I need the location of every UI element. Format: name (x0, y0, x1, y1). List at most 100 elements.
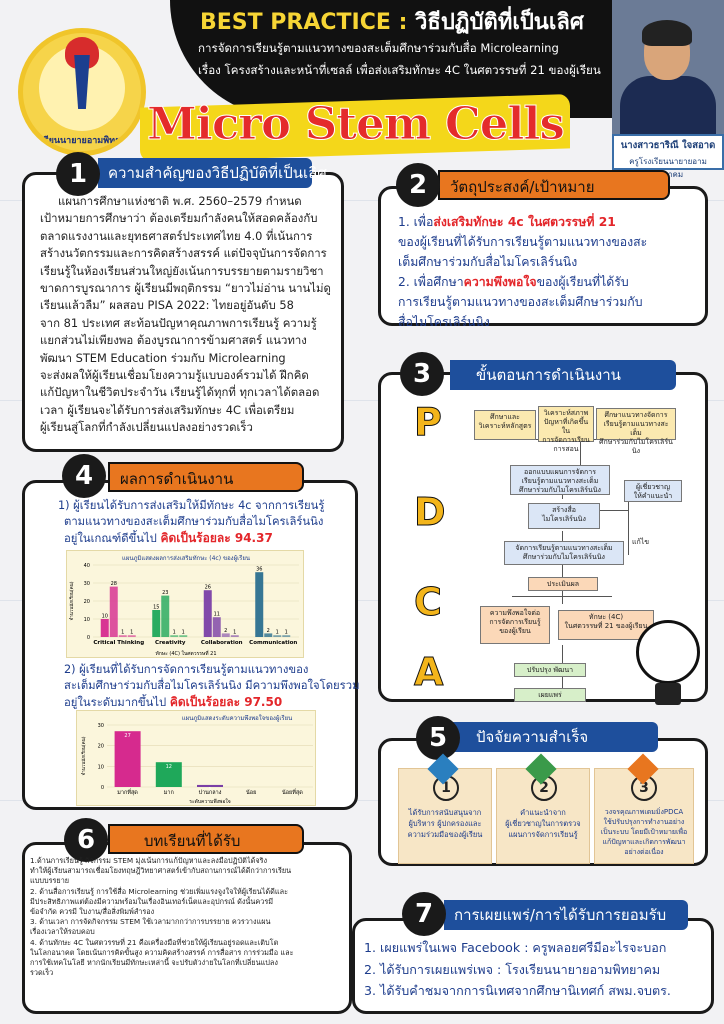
teacher-name: นางสาวธาริณี ใจสอาด (620, 140, 716, 151)
chart1-bar-label: 11 (214, 612, 220, 618)
chart1-bar-label: 1 (121, 630, 124, 636)
chart1-bar (273, 635, 282, 637)
chart1-bar-label: 2 (267, 628, 270, 634)
chart2-xtick: น้อยที่สุด (282, 788, 303, 796)
chart2-ytick: 30 (98, 723, 104, 729)
s1-line: เรียนรู้ในห้องเรียนส่วนใหญ่ยังเน้นการบรร… (40, 263, 324, 278)
objective2-line3: สื่อไมโครเลิร์นนิง (398, 315, 490, 329)
chart2-bar-label: 12 (166, 764, 172, 770)
result1-line1: 1) ผู้เรียนได้รับการส่งเสริมให้มีทักษะ 4… (58, 499, 325, 512)
flow-box-analyze-problems: วิเคราะห์สภาพ ปัญหาที่เกิดขึ้นใน การจัดก… (538, 406, 594, 453)
chart1-bar (255, 572, 264, 637)
section2-title: วัตถุประสงค์/เป้าหมาย (438, 170, 670, 200)
chart1-ylabel: จำนวนนักเรียน(คน) (68, 581, 75, 620)
teacher-photo (612, 0, 724, 134)
flow-box-create-media: สร้างสื่อ ไมโครเลิร์นนิง (528, 503, 600, 529)
s6-line: ในโลกอนาคต โดยเน้นการคิดขั้นสูง ความคิดส… (30, 947, 294, 957)
section4-title: ผลการดำเนินงาน (108, 462, 304, 492)
s6-line: ทำให้ผู้เรียนสามารถเชื่อมโยงทฤษฎีวิทยาศา… (30, 866, 292, 876)
s6-line: แบบบรรยาย (30, 876, 70, 886)
chart2-svg: แผนภูมิแสดงระดับความพึงพอใจของผู้เรียน 0 1… (80, 714, 313, 805)
chart1-bar (230, 635, 239, 637)
flow-box-evaluate: ประเมินผล (528, 577, 598, 591)
lightbulb-icon (636, 620, 700, 705)
section6-title: บทเรียนที่ได้รับ (108, 824, 304, 854)
objective2-highlight: ความพึงพอใจ (463, 275, 537, 289)
section6-box (22, 842, 352, 1014)
chart1-bar-label: 26 (205, 585, 211, 591)
section6-text: 1.ด้านการเรียนรู้ กิจกรรม STEM มุ่งเน้นก… (30, 856, 345, 978)
s1-line: ตลาดแรงงานและยุทธศาสตร์ประเทศไทย 4.0 ที่… (40, 228, 313, 243)
card-text: วงจรคุณภาพเดมมิ่งPDCA ใช้ปรับปรุงการทำงา… (600, 808, 688, 856)
chart1-bar (179, 635, 188, 637)
card-text: ได้รับการสนับสนุนจาก ผู้บริหาร ผู้ปกครอง… (407, 808, 483, 839)
flow-box-analyze-curriculum: ศึกษาและ วิเคราะห์หลักสูตร (474, 410, 536, 440)
result2-line3: อยู่ในระดับมากขึ้นไป คิดเป็นร้อยละ 97.50 (64, 695, 283, 709)
chart2-ytick: 20 (98, 744, 104, 750)
s1-line: สร้างนวัตกรรมและการคิดสร้างสรรค์ แต่ปัจจ… (40, 246, 327, 261)
chart2-title: แผนภูมิแสดงระดับความพึงพอใจของผู้เรียน (182, 714, 293, 722)
chart1-bar (152, 610, 161, 637)
chart1-bar-label: 1 (182, 630, 185, 636)
chart2-panel: แผนภูมิแสดงระดับความพึงพอใจของผู้เรียน 0 1… (76, 710, 316, 806)
s1-line: เป้าหมายการศึกษาว่า ต้องเตรียมกำลังคนให้… (40, 211, 318, 226)
chart1-ytick: 40 (84, 563, 90, 569)
chart1-bar-label: 1 (276, 630, 279, 636)
s6-line: 3. ด้านเวลา การจัดกิจกรรม STEM ใช้เวลามา… (30, 917, 271, 927)
s6-line: เรื่องเวลาให้รอบคอบ (30, 927, 95, 937)
chart1-panel: แผนภูมิแสดงผลการส่งเสริมทักษะ (4c) ของผู… (66, 550, 304, 658)
publish-item: 2. ได้รับการเผยแพร่เพจ : โรงเรียนนายายอา… (364, 961, 661, 977)
s6-line: 1.ด้านการเรียนรู้ กิจกรรม STEM มุ่งเน้นก… (30, 856, 268, 865)
s1-line: แก้ปัญหาในชีวิตประจำวัน เรียนรู้ได้ทุกที… (40, 385, 320, 400)
chart2-ytick: 0 (101, 785, 104, 791)
objective2-line2: การเรียนรู้ตามแนวทางของสะเต็มศึกษาร่วมกั… (398, 295, 643, 309)
chart1-bar-label: 28 (111, 581, 117, 587)
section2-number: 2 (396, 163, 440, 207)
chart1-bar (161, 595, 170, 637)
banner-title: Micro Stem Cells (147, 97, 566, 151)
s6-line: รวดเร็ว (30, 968, 54, 978)
pdca-letter-p: P (414, 400, 443, 445)
subtitle-line2: เรื่อง โครงสร้างและหน้าที่เซลล์ เพื่อส่ง… (198, 63, 601, 77)
card-text: คำแนะนำจาก ผู้เชี่ยวชาญในการตรวจ แผนการจ… (505, 808, 581, 839)
flow-label-fix: แก้ไข (632, 538, 650, 546)
section2-box (378, 186, 708, 326)
page-title: BEST PRACTICE : วิธีปฏิบัติที่เป็นเลิศ (200, 10, 584, 35)
pdca-letter-a: A (413, 650, 444, 695)
flow-box-improve: ปรับปรุง พัฒนา (514, 663, 586, 677)
flow-box-teaching: จัดการเรียนรู้ตามแนวทางสะเต็ม ศึกษาร่วมก… (504, 541, 624, 565)
chart1-bar-label: 15 (153, 605, 159, 611)
chart1-svg: แผนภูมิแสดงผลการส่งเสริมทักษะ (4c) ของผู… (68, 554, 299, 657)
chart2-ytick: 10 (98, 764, 104, 770)
s1-line: แผนการศึกษาแห่งชาติ พ.ศ. 2560–2579 กำหนด (58, 194, 302, 208)
result2-line1: 2) ผู้เรียนที่ได้รับการจัดการเรียนรู้ตาม… (64, 663, 309, 676)
section1-text: แผนการศึกษาแห่งชาติ พ.ศ. 2560–2579 กำหนด… (40, 193, 331, 437)
chart1-title: แผนภูมิแสดงผลการส่งเสริมทักษะ (4c) ของผู… (122, 554, 250, 562)
chart2-xlabel: ระดับความพึงพอใจ (189, 798, 231, 805)
s6-line: 4. ด้านทักษะ 4C ในศตวรรษที่ 21 คือเครื่อ… (30, 937, 279, 947)
school-logo: โรงเรียนนายายอามพิทยาคม (18, 28, 146, 156)
chart1-bar (127, 635, 136, 637)
chart1-bar-label: 36 (256, 567, 262, 573)
section5-title: ปัจจัยความสำเร็จ (452, 722, 658, 752)
section6-number: 6 (64, 818, 108, 862)
chart2-bar (114, 731, 141, 787)
torch-icon (74, 55, 90, 109)
s1-line: จาก 81 ประเทศ สะท้อนปัญหาคุณภาพการเรียนร… (40, 315, 317, 330)
chart1-bar (109, 586, 118, 637)
chart2-bar-label: 1 (208, 787, 211, 793)
section1-number: 1 (56, 152, 100, 196)
chart2-bar (197, 784, 223, 787)
s6-line: การใช้เทคโนโลยี หากนักเรียนมีทักษะเหล่าน… (30, 958, 278, 968)
chart1-ytick: 10 (84, 617, 90, 623)
teacher-namebox: นางสาวธาริณี ใจสอาด ครูโรงเรียนนายายอามพ… (612, 134, 724, 179)
s1-line: พัฒนา STEM Education ร่วมกับ Microlearni… (40, 350, 286, 365)
section7-box (352, 918, 714, 1014)
success-card-2: 2 คำแนะนำจาก ผู้เชี่ยวชาญในการตรวจ แผนกา… (496, 768, 590, 864)
s1-line: ขาดการบูรณาการ ผู้เรียนมีพฤติกรรม “ยาวไม… (40, 281, 331, 296)
section1-title: ความสำคัญของวิธีปฏิบัติที่เป็นเลิศ (98, 158, 327, 188)
result2-line2: สะเต็มศึกษาร่วมกับสื่อไมโครเลิร์นนิง มีค… (64, 679, 360, 692)
chart1-bar-label: 1 (130, 630, 133, 636)
chart1-bar-label: 1 (233, 630, 236, 636)
chart1-bar (221, 633, 230, 637)
